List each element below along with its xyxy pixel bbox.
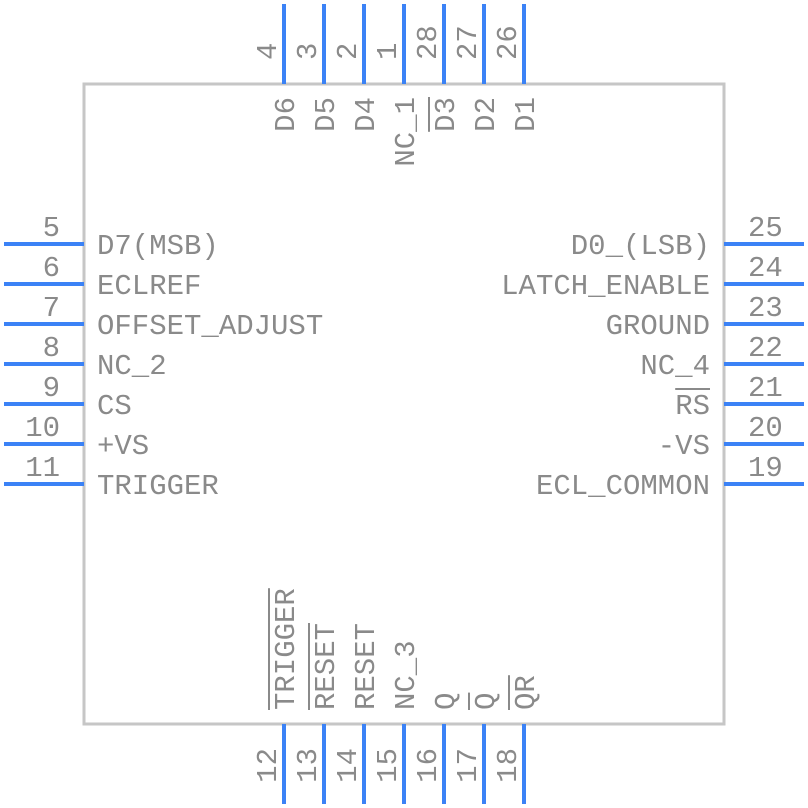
pin-9-label-cs: CS	[97, 390, 132, 423]
pin-28-label-d3: D3	[430, 97, 463, 132]
pin-23-label-ground: GROUND	[606, 310, 710, 343]
pin-16-label-q: Q	[430, 693, 463, 710]
pin-8-label-nc-2: NC_2	[97, 350, 167, 383]
pin-27-label-d2: D2	[470, 97, 503, 132]
pin-6-label-eclref: ECLREF	[97, 270, 201, 303]
pin-26-number: 26	[492, 25, 525, 60]
pin-7-number: 7	[43, 292, 60, 325]
pin-24-number: 24	[748, 252, 783, 285]
pin-13-number: 13	[292, 748, 325, 783]
pin-8-number: 8	[43, 332, 60, 365]
pin-12-label-trigger: TRIGGER	[270, 588, 303, 710]
pin-18-label-qr: QR	[510, 675, 543, 710]
pin-28-number: 28	[412, 25, 445, 60]
pin-19-label-ecl-common: ECL_COMMON	[536, 470, 710, 503]
pin-20-label-vs: -VS	[658, 430, 710, 463]
pin-26-label-d1: D1	[510, 97, 543, 132]
pin-4-label-d6: D6	[270, 97, 303, 132]
pin-22-number: 22	[748, 332, 783, 365]
pin-20-number: 20	[748, 412, 783, 445]
pin-3-number: 3	[292, 43, 325, 60]
pin-23-number: 23	[748, 292, 783, 325]
pin-19-number: 19	[748, 452, 783, 485]
pin-7-label-offset-adjust: OFFSET_ADJUST	[97, 310, 323, 343]
pin-25-number: 25	[748, 212, 783, 245]
pin-17-label-q: Q	[470, 693, 503, 710]
pin-6-number: 6	[43, 252, 60, 285]
pin-27-number: 27	[452, 25, 485, 60]
pin-2-number: 2	[332, 43, 365, 60]
pin-16-number: 16	[412, 748, 445, 783]
pin-12-number: 12	[252, 748, 285, 783]
pin-10-label-vs: +VS	[97, 430, 149, 463]
pin-17-number: 17	[452, 748, 485, 783]
pin-1-number: 1	[372, 43, 405, 60]
pin-14-label-reset: RESET	[350, 623, 383, 710]
ic-body-outline	[82, 82, 726, 726]
pin-22-label-nc-4: NC_4	[640, 350, 710, 383]
pin-5-label-d7-msb: D7(MSB)	[97, 230, 219, 263]
pin-15-label-nc-3: NC_3	[390, 640, 423, 710]
pin-15-number: 15	[372, 748, 405, 783]
pin-11-number: 11	[25, 452, 60, 485]
pin-14-number: 14	[332, 748, 365, 783]
pin-3-label-d5: D5	[310, 97, 343, 132]
pin-25-label-d0-lsb: D0_(LSB)	[571, 230, 710, 263]
pin-21-number: 21	[748, 372, 783, 405]
pin-9-number: 9	[43, 372, 60, 405]
pin-24-label-latch-enable: LATCH_ENABLE	[501, 270, 710, 303]
pin-4-number: 4	[252, 43, 285, 60]
pin-18-number: 18	[492, 748, 525, 783]
pin-10-number: 10	[25, 412, 60, 445]
pin-11-label-trigger: TRIGGER	[97, 470, 219, 503]
pin-5-number: 5	[43, 212, 60, 245]
pin-2-label-d4: D4	[350, 97, 383, 132]
pin-13-label-reset: RESET	[310, 623, 343, 710]
pin-1-label-nc-1: NC_1	[390, 97, 423, 167]
pin-21-label-rs: RS	[675, 390, 710, 423]
